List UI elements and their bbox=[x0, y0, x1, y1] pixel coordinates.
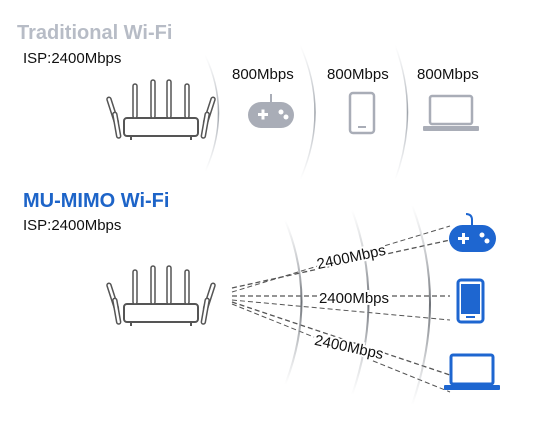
traditional-signal-arc-3 bbox=[394, 44, 409, 181]
mumimo-beam-line bbox=[231, 225, 451, 293]
mumimo-isp-label: ISP:2400Mbps bbox=[23, 217, 122, 234]
mumimo-speed-gamepad: 2400Mbps bbox=[315, 242, 387, 273]
mumimo-speed-laptop: 2400Mbps bbox=[313, 332, 385, 363]
traditional-speed-phone: 800Mbps bbox=[327, 66, 389, 83]
mumimo-signal-arc-2 bbox=[351, 209, 370, 396]
mumimo-wifi-title: MU-MIMO Wi-Fi bbox=[23, 190, 170, 212]
traditional-speed-laptop: 800Mbps bbox=[417, 66, 479, 83]
traditional-wifi-title: Traditional Wi-Fi bbox=[17, 22, 173, 44]
mumimo-signal-arc-1 bbox=[284, 219, 303, 386]
mumimo-gamepad-icon bbox=[449, 213, 496, 252]
traditional-laptop-icon bbox=[423, 94, 479, 131]
mumimo-beam-line bbox=[231, 303, 451, 393]
mumimo-phone-icon bbox=[456, 278, 485, 324]
traditional-gamepad-icon bbox=[248, 94, 294, 128]
mumimo-beam-line bbox=[231, 301, 451, 376]
mumimo-speed-phone: 2400Mbps bbox=[319, 290, 389, 307]
mumimo-laptop-icon bbox=[444, 353, 500, 390]
mumimo-beam-line bbox=[231, 239, 451, 289]
traditional-speed-gamepad: 800Mbps bbox=[232, 66, 294, 83]
traditional-signal-arc-2 bbox=[299, 44, 316, 181]
traditional-phone-icon bbox=[348, 91, 376, 135]
mumimo-router-icon bbox=[105, 265, 217, 327]
traditional-router-icon bbox=[105, 79, 217, 141]
traditional-isp-label: ISP:2400Mbps bbox=[23, 50, 122, 67]
mumimo-beam-line bbox=[231, 299, 451, 321]
mumimo-signal-arc-3 bbox=[411, 204, 431, 406]
traditional-signal-arc-1 bbox=[204, 54, 220, 173]
